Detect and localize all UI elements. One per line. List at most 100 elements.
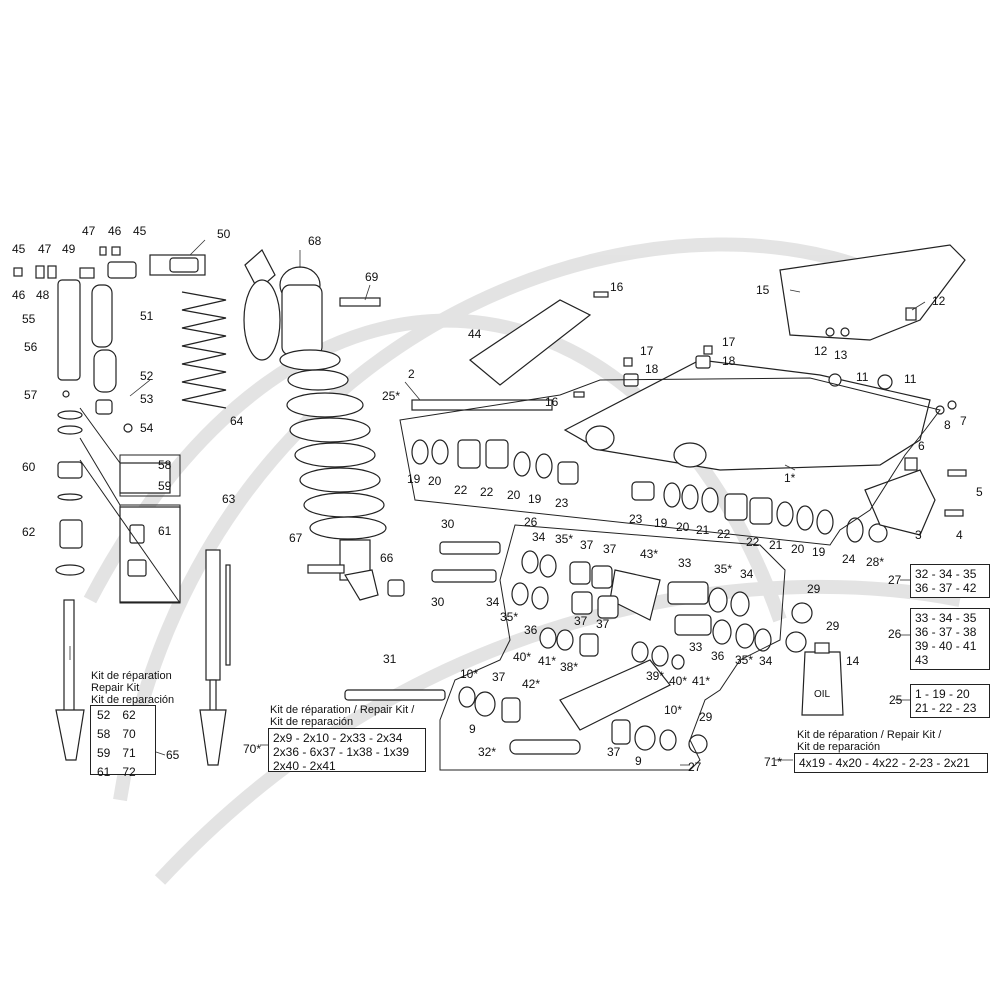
callout-36: 36 (711, 649, 725, 663)
callout-52: 52 (140, 369, 154, 383)
bolt-69 (339, 297, 381, 307)
callout-10-star: 10* (460, 667, 479, 681)
callout-63: 63 (222, 492, 236, 506)
callout-11: 11 (904, 372, 917, 386)
rear-shock-absorber (243, 249, 387, 601)
kit-cell: 70 (122, 727, 136, 741)
leader-lines (69, 239, 926, 766)
callout-19: 19 (812, 545, 826, 559)
chain-guard (779, 244, 966, 341)
kit-title: Kit de réparation / Repair Kit / (797, 729, 942, 741)
callout-57: 57 (24, 388, 38, 402)
kit-line: 2x36 - 6x37 - 1x38 - 1x39 (273, 745, 410, 759)
kit-cell: 58 (97, 727, 111, 741)
callout-6: 6 (918, 439, 925, 453)
callout-20: 20 (676, 520, 690, 534)
callout-15: 15 (756, 283, 770, 297)
callout-45: 45 (133, 224, 147, 238)
fork-spring (181, 291, 227, 409)
callout-18: 18 (722, 354, 736, 368)
callout-39-star: 39* (646, 669, 665, 683)
callout-70-star: 70* (243, 742, 262, 756)
callout-55: 55 (22, 312, 36, 326)
callout-27: 27 (888, 573, 902, 587)
callout-18: 18 (645, 362, 659, 376)
callout-19: 19 (654, 516, 668, 530)
kit-line: 33 - 34 - 35 (915, 611, 977, 625)
callout-69: 69 (365, 270, 379, 284)
kit-26-box: 33 - 34 - 35 36 - 37 - 38 39 - 40 - 41 4… (910, 608, 990, 670)
kit-line: 43 (915, 653, 929, 667)
callout-3: 3 (915, 528, 922, 542)
callout-17: 17 (722, 335, 736, 349)
callout-60: 60 (22, 460, 36, 474)
callout-38-star: 38* (560, 660, 579, 674)
kit-70-box: 2x9 - 2x10 - 2x33 - 2x34 2x36 - 6x37 - 1… (268, 728, 426, 773)
kit-71-title: Kit de réparation / Repair Kit / Kit de … (797, 729, 941, 753)
callout-46: 46 (12, 288, 26, 302)
callout-65: 65 (166, 748, 180, 762)
callout-14: 14 (846, 654, 860, 668)
kit-cell: 71 (122, 746, 136, 760)
callout-25: 25 (889, 693, 903, 707)
callout-19: 19 (528, 492, 542, 506)
callout-42-star: 42* (522, 677, 541, 691)
callout-66: 66 (380, 551, 394, 565)
kit-25-box: 1 - 19 - 20 21 - 22 - 23 (910, 684, 990, 718)
callout-25-star: 25* (382, 389, 401, 403)
kit-title-es: Kit de reparación (270, 716, 354, 728)
swingarm-spindle (411, 399, 553, 411)
kit-title-en: Repair Kit (91, 682, 140, 694)
callout-54: 54 (140, 421, 154, 435)
kit-line: 1 - 19 - 20 (915, 687, 970, 701)
kit-71-box: 4x19 - 4x20 - 4x22 - 2-23 - 2x21 (794, 753, 988, 773)
callout-58: 58 (158, 458, 172, 472)
callout-28-star: 28* (866, 555, 885, 569)
callout-37: 37 (492, 670, 506, 684)
callout-11: 11 (856, 370, 869, 384)
callout-23: 23 (555, 496, 569, 510)
valve-part (149, 254, 206, 276)
kit-title-es: Kit de reparación (91, 694, 175, 706)
kit-line: 36 - 37 - 42 (915, 581, 977, 595)
callout-44: 44 (468, 327, 482, 341)
small-hardware (13, 246, 967, 517)
callout-67: 67 (289, 531, 303, 545)
callout-34: 34 (740, 567, 754, 581)
kit-line: 32 - 34 - 35 (915, 567, 977, 581)
callout-16: 16 (610, 280, 624, 294)
fork-cartridge-left (55, 261, 181, 761)
callout-47: 47 (82, 224, 96, 238)
callout-12: 12 (814, 344, 828, 358)
chain-adjuster (864, 469, 936, 536)
kit-line: 36 - 37 - 38 (915, 625, 977, 639)
callout-21: 21 (696, 523, 710, 537)
callout-20: 20 (791, 542, 805, 556)
callout-37: 37 (603, 542, 617, 556)
callout-1-star: 1* (784, 471, 796, 485)
callout-27: 27 (688, 760, 702, 774)
kit-line: 21 - 22 - 23 (915, 701, 977, 715)
callout-31: 31 (383, 652, 397, 666)
callout-7: 7 (960, 414, 967, 428)
kit-cell: 62 (122, 708, 136, 722)
callout-26: 26 (524, 515, 538, 529)
callout-20: 20 (507, 488, 521, 502)
callout-68: 68 (308, 234, 322, 248)
oil-cap (814, 642, 830, 654)
callout-30: 30 (441, 517, 455, 531)
callout-5: 5 (976, 485, 983, 499)
callout-34: 34 (759, 654, 773, 668)
linkage-assembly (344, 541, 813, 755)
callout-48: 48 (36, 288, 50, 302)
swingarm-bearings-left (411, 439, 579, 485)
callout-16: 16 (545, 395, 559, 409)
oil-bottle (801, 651, 844, 716)
callout-43-star: 43* (640, 547, 659, 561)
oil-label: OIL (814, 689, 831, 700)
callout-22: 22 (480, 485, 494, 499)
callout-34: 34 (486, 595, 500, 609)
callout-35-star: 35* (500, 610, 519, 624)
callout-64: 64 (230, 414, 244, 428)
